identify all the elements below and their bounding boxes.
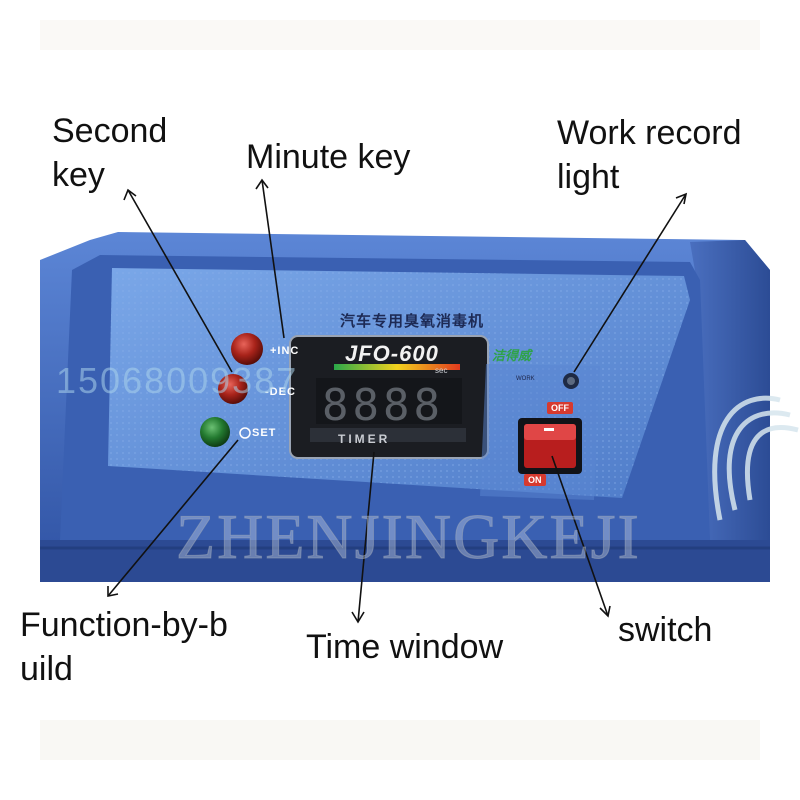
work-record-light bbox=[563, 373, 579, 389]
dec-button-label: -DEC bbox=[265, 386, 296, 398]
annotation-arrows bbox=[107, 178, 688, 624]
display-unit: sec bbox=[435, 366, 448, 375]
set-button-label: SET bbox=[252, 427, 277, 439]
function-by-build-label-line-1: Function-by-b bbox=[20, 606, 228, 644]
switch-off-tag: OFF bbox=[547, 402, 573, 414]
second-key-label: Second key bbox=[52, 110, 167, 197]
inc-button-shape[interactable] bbox=[231, 333, 263, 365]
display-timer-label: TIMER bbox=[338, 432, 391, 446]
device-brand: 洁得威 bbox=[492, 348, 532, 363]
brand-watermark: ZHENJINGKEJI bbox=[176, 501, 641, 573]
function-by-build-label-line-2: uild bbox=[20, 649, 73, 688]
set-button-shape[interactable] bbox=[200, 417, 230, 447]
second-key-label-line-1: Second bbox=[52, 112, 168, 150]
display-digits: 8888 bbox=[322, 380, 444, 431]
function-by-build-label: Function-by-b uild bbox=[20, 604, 228, 691]
work-record-light-label-line-1: Work record bbox=[557, 114, 742, 152]
work-record-light-label-line-2: light bbox=[557, 157, 620, 196]
dec-button-shape[interactable] bbox=[218, 374, 248, 404]
device-model: JFO-600 bbox=[345, 341, 439, 366]
work-record-light-label: Work record light bbox=[557, 112, 742, 199]
time-window-label: Time window bbox=[306, 628, 504, 666]
switch-label: switch bbox=[618, 611, 713, 649]
display-window bbox=[289, 335, 489, 459]
device-panel-title: 汽车专用臭氧消毒机 bbox=[340, 313, 485, 330]
clock-icon bbox=[239, 427, 251, 439]
power-switch[interactable] bbox=[518, 418, 582, 474]
phone-watermark: 15068009387 bbox=[56, 360, 299, 401]
minute-key-label: Minute key bbox=[246, 138, 411, 176]
second-key-label-line-2: key bbox=[52, 155, 105, 194]
switch-on-tag: ON bbox=[524, 474, 546, 486]
tubing bbox=[712, 395, 799, 521]
indicator-label: WORK bbox=[516, 376, 535, 382]
inc-button-label: +INC bbox=[270, 345, 300, 357]
